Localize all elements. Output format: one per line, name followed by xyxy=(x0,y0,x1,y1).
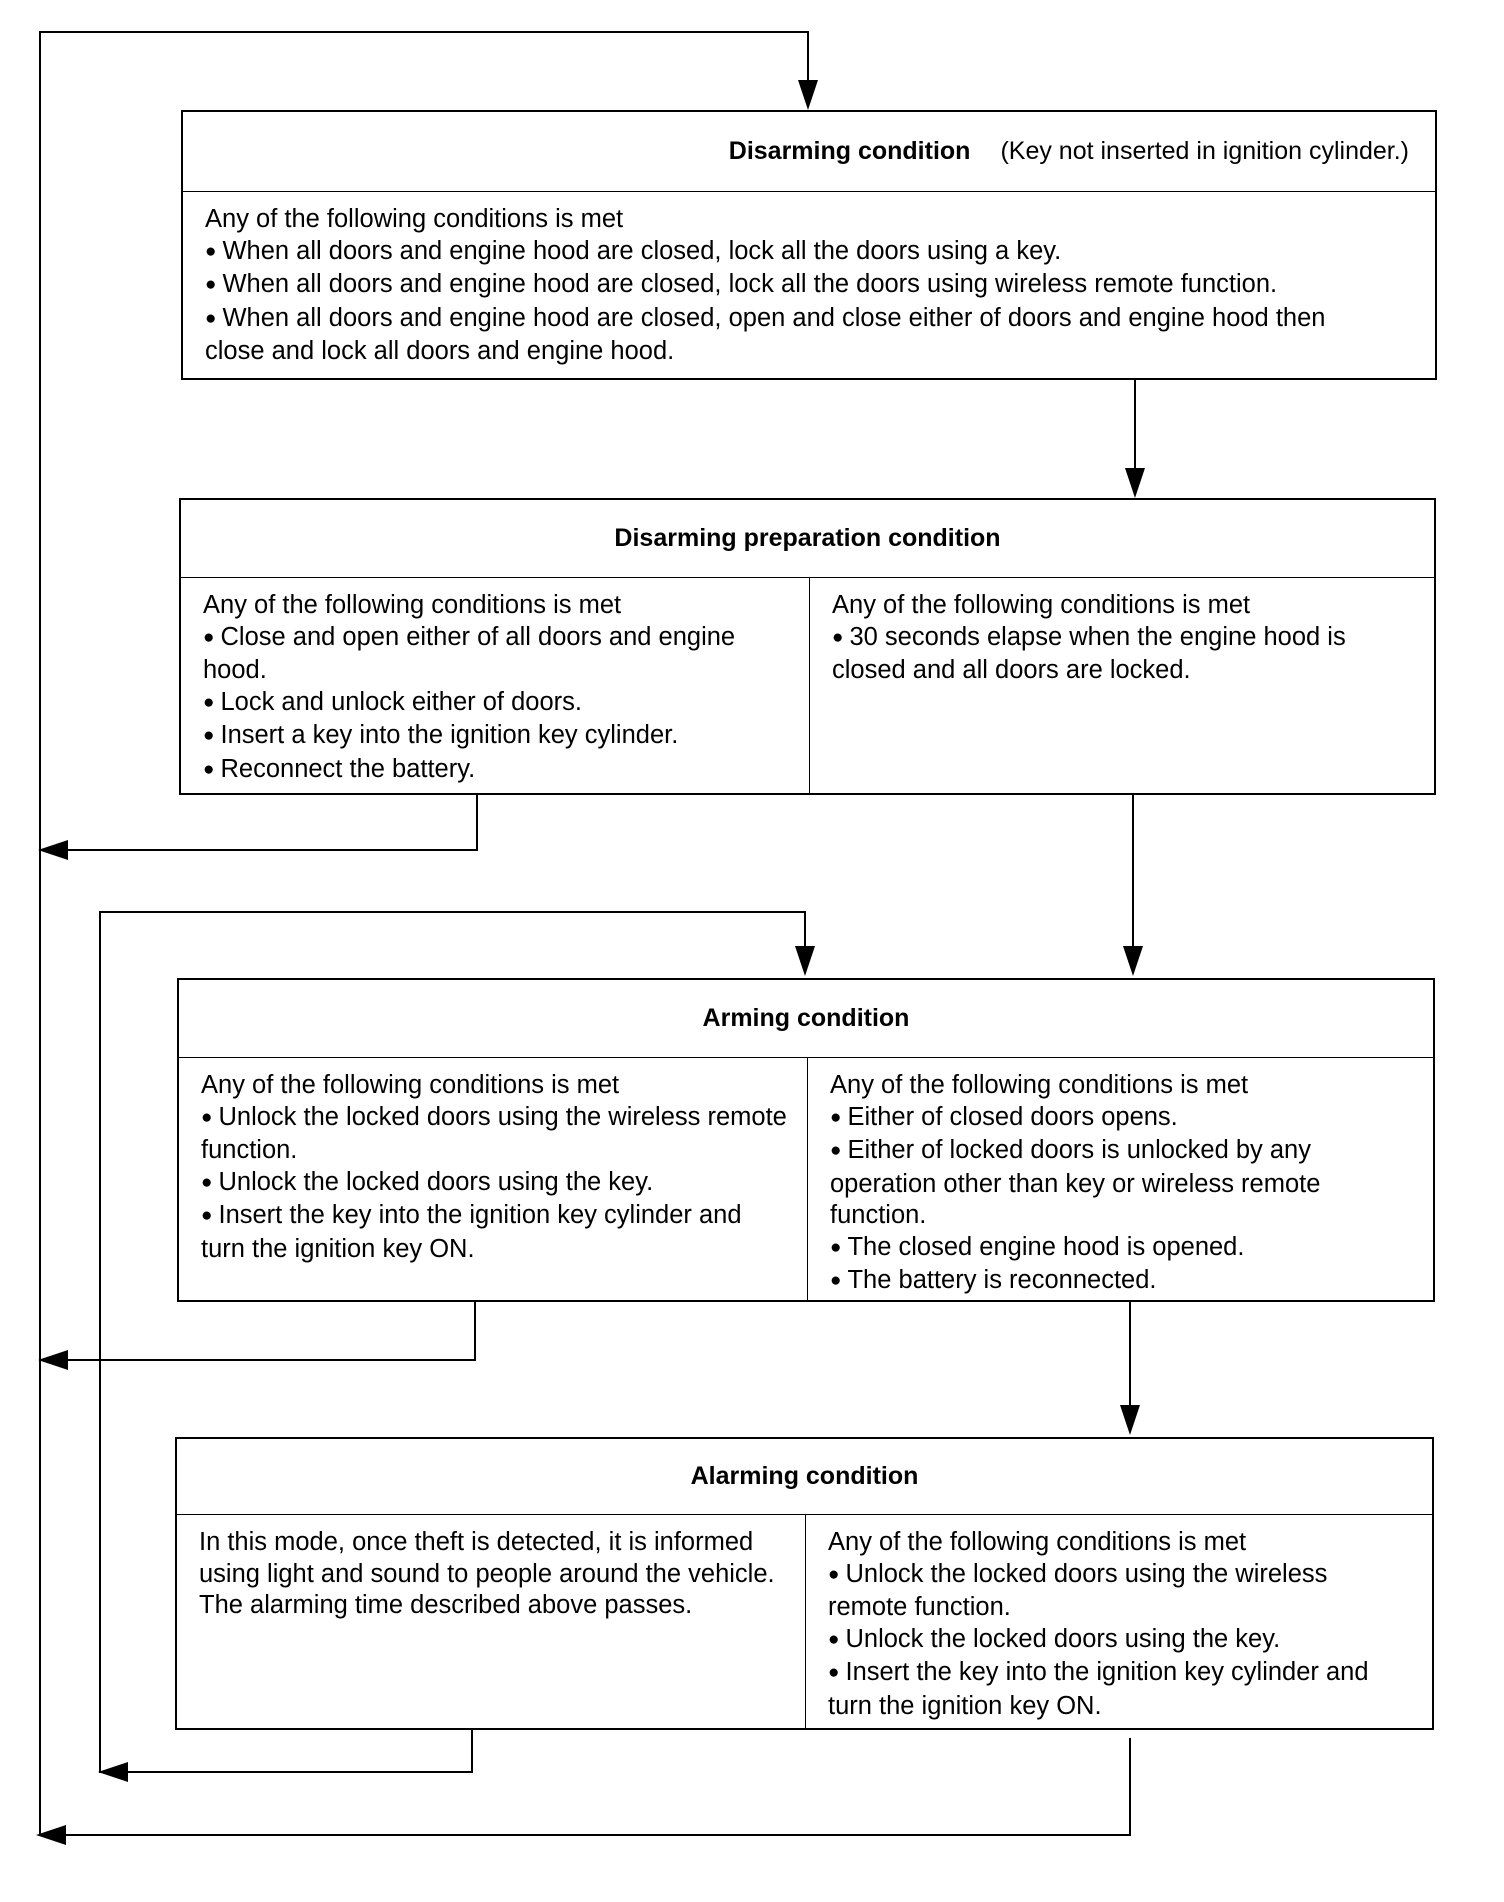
loop-inner-return xyxy=(99,911,806,1773)
arming-condition-right: Any of the following conditions is met E… xyxy=(808,1058,1433,1300)
condition-item: Either of closed doors opens. xyxy=(830,1102,1413,1136)
edge-arming-left-return xyxy=(50,1302,476,1361)
disarming-condition-note: (Key not inserted in ignition cylinder.) xyxy=(1000,137,1409,165)
disarming-preparation-box: Disarming preparation condition Any of t… xyxy=(179,498,1436,795)
alarming-condition-body: In this mode, once theft is detected, it… xyxy=(177,1515,1432,1728)
condition-item: Unlock the locked doors using the key. xyxy=(201,1167,787,1201)
arrowheads xyxy=(36,80,1145,1845)
arming-condition-header: Arming condition xyxy=(179,980,1433,1058)
condition-item: The battery is reconnected. xyxy=(830,1265,1413,1299)
condition-item: Unlock the locked doors using the key. xyxy=(828,1624,1412,1658)
condition-item: 30 seconds elapse when the engine hood i… xyxy=(832,622,1414,687)
disarming-condition-header: Disarming condition (Key not inserted in… xyxy=(183,112,1435,192)
edge-prep-left-return xyxy=(50,793,478,851)
arrowhead-left xyxy=(38,840,68,860)
loop-outer-return xyxy=(39,31,1131,1836)
condition-item: When all doors and engine hood are close… xyxy=(205,303,1385,368)
condition-item: Unlock the locked doors using the wirele… xyxy=(201,1102,787,1167)
alarming-condition-right: Any of the following conditions is met U… xyxy=(806,1515,1432,1728)
disarming-preparation-left: Any of the following conditions is met C… xyxy=(181,578,810,793)
condition-item: When all doors and engine hood are close… xyxy=(205,269,1385,303)
disarming-preparation-title: Disarming preparation condition xyxy=(614,524,1001,552)
condition-item: Insert the key into the ignition key cyl… xyxy=(201,1200,787,1265)
alarming-condition-box: Alarming condition In this mode, once th… xyxy=(175,1437,1434,1730)
condition-item: Unlock the locked doors using the wirele… xyxy=(828,1559,1412,1624)
condition-heading: Any of the following conditions is met xyxy=(201,1071,620,1099)
disarming-preparation-right: Any of the following conditions is met 3… xyxy=(810,578,1434,793)
condition-item: Reconnect the battery. xyxy=(203,754,789,788)
alarming-condition-title: Alarming condition xyxy=(690,1462,919,1490)
disarming-condition-title: Disarming condition xyxy=(728,137,971,165)
condition-item: The closed engine hood is opened. xyxy=(830,1232,1413,1266)
disarming-condition-box: Disarming condition (Key not inserted in… xyxy=(181,110,1437,380)
alarming-description: In this mode, once theft is detected, it… xyxy=(199,1528,775,1588)
condition-heading: Any of the following conditions is met xyxy=(832,591,1251,619)
arming-condition-body: Any of the following conditions is met U… xyxy=(179,1058,1433,1300)
condition-item: Insert the key into the ignition key cyl… xyxy=(828,1657,1412,1722)
arrowhead-left xyxy=(98,1762,128,1782)
disarming-condition-body: Any of the following conditions is met W… xyxy=(183,192,1435,378)
arrowhead-down xyxy=(798,80,818,110)
condition-item: Lock and unlock either of doors. xyxy=(203,687,789,721)
arrowhead-down xyxy=(1125,468,1145,498)
arrowhead-down xyxy=(1120,1405,1140,1435)
condition-heading: Any of the following conditions is met xyxy=(203,591,622,619)
alarming-condition-header: Alarming condition xyxy=(177,1439,1432,1515)
arrowhead-down xyxy=(1123,946,1143,976)
alarming-time-note: The alarming time described above passes… xyxy=(199,1591,693,1619)
arrowhead-left xyxy=(36,1825,66,1845)
condition-heading: Any of the following conditions is met xyxy=(205,205,624,233)
connector-lines xyxy=(39,31,1136,1836)
disarming-preparation-body: Any of the following conditions is met C… xyxy=(181,578,1434,793)
arrowhead-left xyxy=(38,1350,68,1370)
arming-condition-left: Any of the following conditions is met U… xyxy=(179,1058,808,1300)
condition-item: When all doors and engine hood are close… xyxy=(205,236,1385,270)
condition-heading: Any of the following conditions is met xyxy=(828,1528,1247,1556)
disarming-condition-text: Any of the following conditions is met W… xyxy=(183,192,1435,378)
arming-condition-box: Arming condition Any of the following co… xyxy=(177,978,1435,1302)
condition-heading: Any of the following conditions is met xyxy=(830,1071,1249,1099)
condition-item: Insert a key into the ignition key cylin… xyxy=(203,720,789,754)
alarming-condition-left: In this mode, once theft is detected, it… xyxy=(177,1515,806,1728)
condition-item: Either of locked doors is unlocked by an… xyxy=(830,1135,1413,1232)
condition-item: Close and open either of all doors and e… xyxy=(203,622,789,687)
disarming-preparation-header: Disarming preparation condition xyxy=(181,500,1434,578)
arrowhead-down xyxy=(795,946,815,976)
arming-condition-title: Arming condition xyxy=(702,1004,910,1032)
